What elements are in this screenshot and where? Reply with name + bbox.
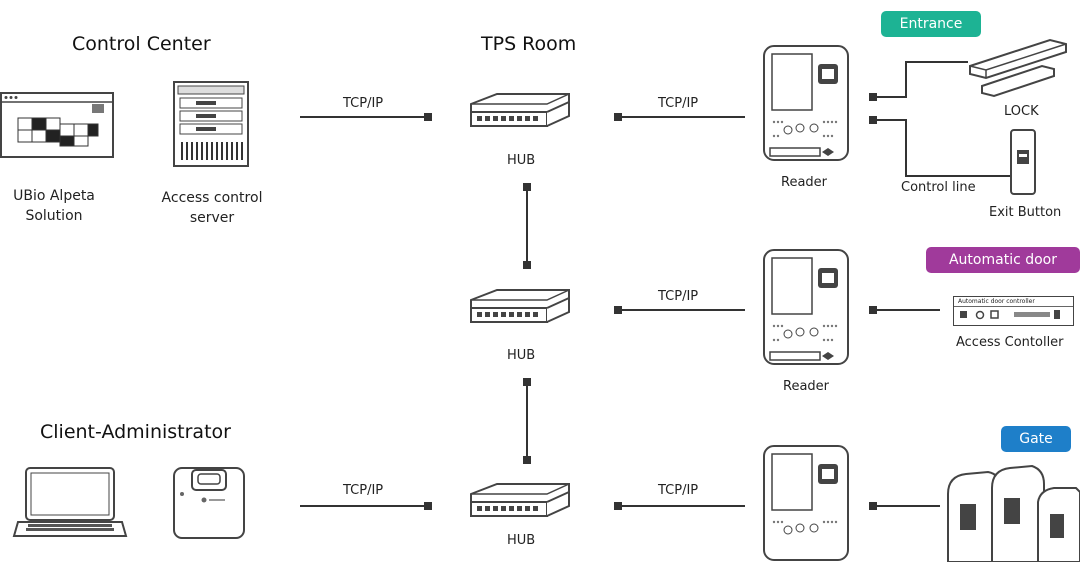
reader-3-icon — [763, 445, 849, 561]
tcpip-label-reader1: TCP/IP — [658, 96, 699, 111]
hub-2-label: HUB — [507, 348, 536, 363]
reader-1-icon — [763, 45, 849, 161]
tcpip-label-cc: TCP/IP — [343, 96, 384, 111]
server-rack-icon — [173, 81, 249, 167]
ubio-label: UBio Alpeta Solution — [4, 186, 104, 226]
reader-1-label: Reader — [781, 175, 828, 190]
entrance-badge: Entrance — [881, 11, 981, 37]
enrollment-scanner-icon — [173, 467, 245, 539]
control-line-label: Control line — [901, 180, 976, 195]
laptop-icon — [12, 467, 128, 537]
exit-button-label: Exit Button — [989, 205, 1062, 220]
gate-turnstile-icon — [947, 464, 1080, 562]
hub-1-icon — [470, 93, 570, 127]
hub-3-label: HUB — [507, 533, 536, 548]
software-window-icon — [0, 92, 114, 158]
tcpip-label-reader3: TCP/IP — [658, 483, 699, 498]
server-label-line2: server — [189, 210, 235, 226]
tcpip-label-reader2: TCP/IP — [658, 289, 699, 304]
tps-room-heading: TPS Room — [481, 33, 577, 55]
automatic-door-badge: Automatic door — [926, 247, 1080, 273]
hub-1-label: HUB — [507, 153, 536, 168]
server-label-line1: Access control — [161, 190, 263, 206]
hub-3-icon — [470, 483, 570, 517]
client-admin-heading: Client-Administrator — [40, 421, 231, 443]
hub-2-icon — [470, 289, 570, 323]
control-center-heading: Control Center — [72, 33, 211, 55]
controller-controls-icon — [960, 310, 1060, 320]
exit-button-icon — [1010, 129, 1036, 195]
controller-panel-text: Automatic door controller — [954, 297, 1073, 307]
reader-2-icon — [763, 249, 849, 365]
reader-2-label: Reader — [783, 379, 830, 394]
access-controller-panel: Automatic door controller — [953, 296, 1074, 326]
lock-label: LOCK — [1004, 104, 1039, 119]
ubio-label-line1: UBio Alpeta — [13, 188, 95, 204]
tcpip-label-client: TCP/IP — [343, 483, 384, 498]
access-controller-label: Access Contoller — [956, 335, 1064, 350]
gate-badge: Gate — [1001, 426, 1071, 452]
ubio-label-line2: Solution — [25, 208, 83, 224]
server-label: Access control server — [152, 188, 272, 228]
magnetic-lock-icon — [969, 38, 1067, 98]
